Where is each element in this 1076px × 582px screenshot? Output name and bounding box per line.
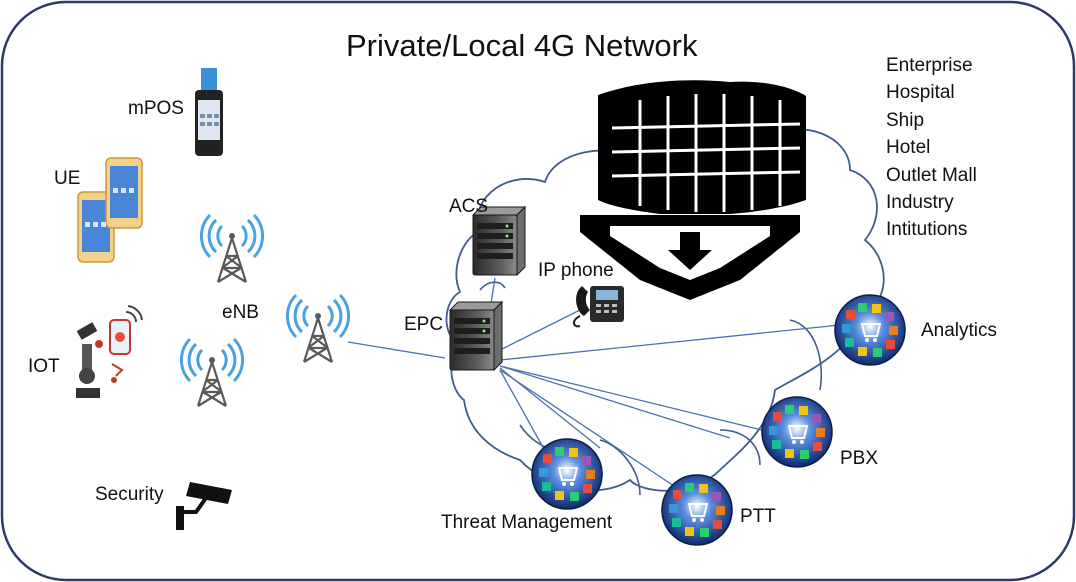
- org-item: Hospital: [886, 82, 955, 104]
- iot-label: IOT: [28, 356, 60, 377]
- enb-label: eNB: [222, 302, 259, 323]
- ue-label: UE: [54, 168, 81, 189]
- link-epc-cloud-1: [499, 367, 601, 449]
- acs-label: ACS: [449, 196, 489, 217]
- threat-management-label: Threat Management: [441, 512, 613, 533]
- cloud-inner-arc: [789, 319, 822, 391]
- org-item: Intitutions: [886, 219, 968, 241]
- organization-list: Enterprise Hospital Ship Hotel Outlet Ma…: [886, 52, 977, 244]
- threat-globe-icon: [531, 438, 603, 510]
- analytics-label: Analytics: [921, 320, 998, 341]
- mpos-device-icon: [195, 68, 223, 156]
- building-icon: [580, 80, 806, 300]
- org-item: Industry: [886, 192, 954, 214]
- ip-phone-label: IP phone: [538, 260, 614, 281]
- security-camera-icon: [176, 482, 232, 530]
- org-item: Ship: [886, 109, 925, 131]
- link-epc-analytics: [499, 324, 841, 361]
- iot-robot-icon: [76, 305, 143, 398]
- ue-phones-icon: [77, 157, 143, 263]
- pbx-globe-icon: [761, 396, 833, 468]
- enb-tower-icon: [285, 293, 351, 364]
- enb-tower-icon: [179, 337, 245, 408]
- link-epc-ptt: [499, 369, 681, 491]
- cloud-inner-arc: [719, 429, 761, 466]
- cloud-inner-arc: [599, 439, 641, 496]
- diagram-title: Private/Local 4G Network: [346, 28, 698, 63]
- epc-label: EPC: [404, 314, 444, 335]
- org-item: Enterprise: [886, 55, 973, 76]
- ptt-globe-icon: [661, 474, 733, 546]
- link-epc-pbx: [499, 365, 771, 433]
- epc-server-icon: [449, 301, 503, 371]
- security-label: Security: [95, 484, 164, 505]
- link-epc-cloud-2: [499, 365, 731, 439]
- mpos-label: mPOS: [128, 98, 184, 119]
- enb-tower-icon: [199, 213, 265, 284]
- ip-phone-icon: [573, 286, 624, 328]
- link-epc-ipphone: [499, 309, 581, 351]
- org-item: Outlet Mall: [886, 164, 977, 186]
- org-item: Hotel: [886, 137, 931, 159]
- cloud-inner-arc: [479, 281, 506, 291]
- pbx-label: PBX: [840, 448, 879, 469]
- link-epc-threat: [499, 369, 551, 461]
- link-enb-epc: [347, 341, 446, 359]
- ptt-label: PTT: [740, 506, 776, 527]
- analytics-globe-icon: [834, 294, 906, 366]
